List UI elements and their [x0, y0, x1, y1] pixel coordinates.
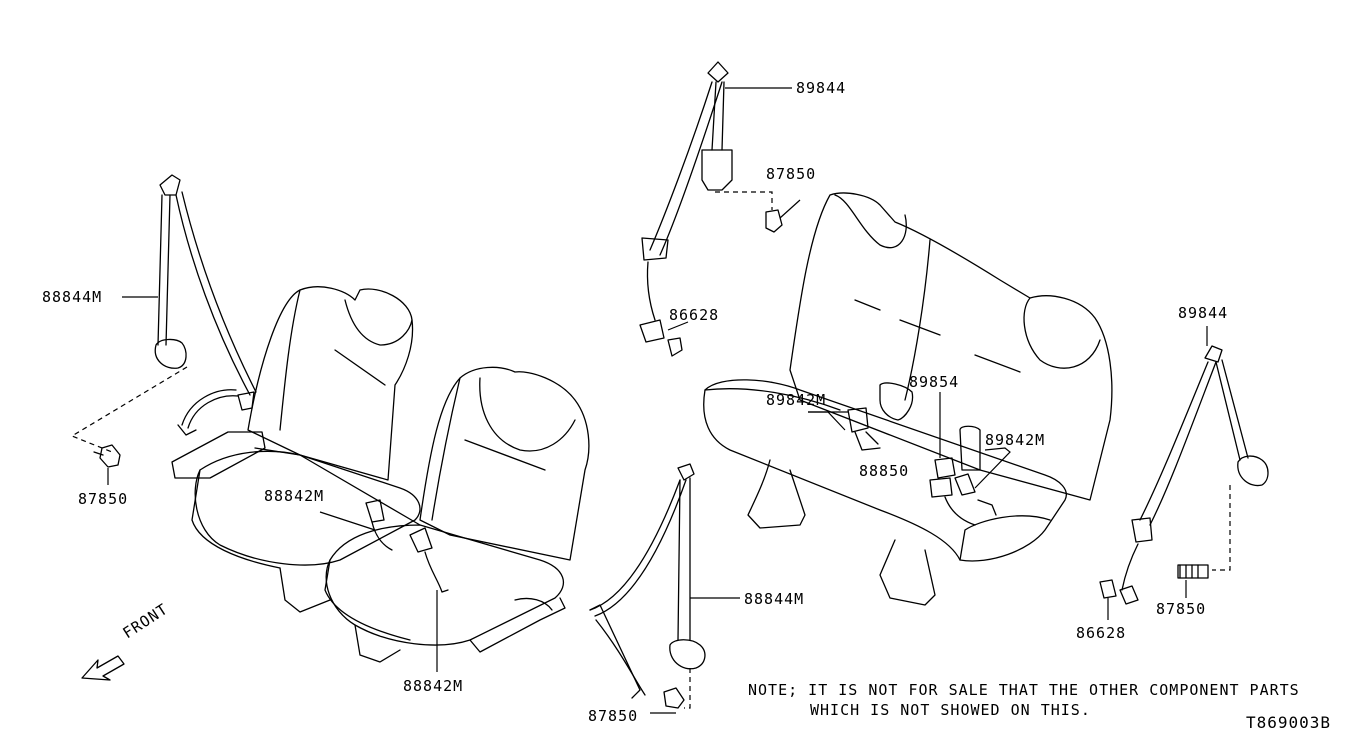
front-left-seat: [171, 286, 421, 613]
part-label-center-bolt: 87850: [588, 707, 639, 725]
part-label-rear-buckle-left: 89842M: [766, 391, 827, 409]
right-side-belt-assembly: [1099, 326, 1269, 620]
rear-bench-seat: [703, 192, 1113, 606]
part-label-right-bolt: 87850: [1156, 600, 1207, 618]
part-label-rear-top-belt: 89844: [796, 79, 847, 97]
rear-center-belt-assembly: [639, 61, 801, 357]
part-label-rear-buckle-center: 89854: [909, 373, 960, 391]
rear-buckles: [808, 392, 1011, 526]
front-buckles: [319, 499, 449, 672]
part-label-rear-top-bolt: 87850: [766, 165, 817, 183]
part-label-front-buckle-lower: 88842M: [403, 677, 464, 695]
note-line-2: WHICH IS NOT SHOWED ON THIS.: [810, 701, 1091, 719]
front-direction-arrow-icon: [81, 655, 125, 681]
part-label-rear-buckle-right: 89842M: [985, 431, 1046, 449]
note-line-1: NOTE; IT IS NOT FOR SALE THAT THE OTHER …: [748, 681, 1300, 699]
part-label-front-buckle-upper: 88842M: [264, 487, 325, 505]
part-label-rear-top-cover: 86628: [669, 306, 720, 324]
diagram-code: T869003B: [1246, 713, 1332, 732]
part-label-center-belt: 88844M: [744, 590, 805, 608]
part-label-right-belt: 89844: [1178, 304, 1229, 322]
part-label-rear-anchor: 88850: [859, 462, 910, 480]
part-label-left-bolt: 87850: [78, 490, 129, 508]
part-label-left-belt: 88844M: [42, 288, 103, 306]
left-seat-belt-assembly: [70, 174, 257, 468]
center-seat-belt-assembly: [589, 463, 740, 714]
part-label-right-cover: 86628: [1076, 624, 1127, 642]
front-right-seat: [299, 366, 590, 663]
